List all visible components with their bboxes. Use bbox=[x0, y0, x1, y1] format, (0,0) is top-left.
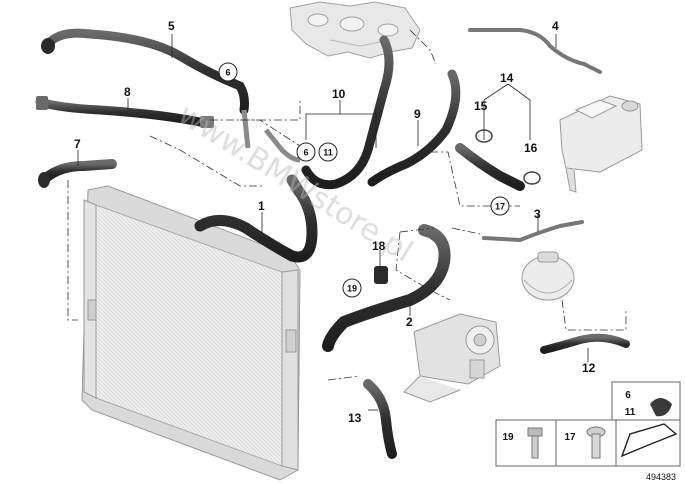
hose-9 bbox=[367, 69, 461, 187]
svg-text:6: 6 bbox=[303, 148, 308, 158]
svg-text:11: 11 bbox=[323, 148, 333, 158]
hose-7 bbox=[38, 159, 117, 188]
callout-19: 19 bbox=[342, 278, 362, 298]
label-18: 18 bbox=[372, 239, 386, 253]
screw-icon bbox=[527, 427, 543, 459]
callout-17: 17 bbox=[490, 196, 510, 216]
svg-text:19: 19 bbox=[502, 432, 514, 443]
label-1: 1 bbox=[258, 199, 265, 213]
legend-box-17: 17 bbox=[555, 419, 617, 467]
pipe-3 bbox=[482, 220, 584, 243]
label-13: 13 bbox=[348, 411, 362, 425]
hose-1 bbox=[194, 174, 318, 263]
label-12: 12 bbox=[582, 361, 596, 375]
label-8: 8 bbox=[124, 85, 131, 99]
svg-text:6: 6 bbox=[225, 68, 230, 78]
label-2: 2 bbox=[406, 315, 413, 329]
label-3: 3 bbox=[534, 207, 541, 221]
bolt-icon bbox=[586, 426, 606, 459]
water-pump bbox=[403, 313, 501, 403]
assembly-lines bbox=[67, 29, 627, 381]
expansion-tank bbox=[559, 95, 643, 193]
label-5: 5 bbox=[168, 19, 175, 33]
svg-text:6: 6 bbox=[625, 390, 631, 401]
direction-arrow-icon bbox=[620, 423, 678, 458]
callout-6-upper: 6 bbox=[218, 62, 238, 82]
hose-13 bbox=[363, 379, 397, 459]
hose-8 bbox=[35, 96, 214, 128]
svg-text:17: 17 bbox=[564, 432, 576, 443]
seal-ring-15 bbox=[475, 129, 493, 143]
diagram-part-number: 494383 bbox=[646, 472, 676, 482]
svg-text:11: 11 bbox=[625, 407, 636, 418]
label-14: 14 bbox=[500, 71, 514, 85]
legend-box-arrow bbox=[615, 419, 681, 467]
label-16: 16 bbox=[524, 141, 538, 155]
pipe-4 bbox=[468, 28, 602, 74]
svg-text:19: 19 bbox=[347, 284, 357, 294]
intake-manifold bbox=[289, 1, 421, 59]
legend-box-19: 19 bbox=[495, 419, 557, 467]
clamp-icon bbox=[650, 398, 672, 417]
legend-box-6-11: 6 11 bbox=[611, 381, 681, 427]
radiator bbox=[81, 185, 301, 481]
label-9: 9 bbox=[414, 107, 421, 121]
label-15: 15 bbox=[474, 99, 488, 113]
callout-6-lower: 6 bbox=[296, 142, 316, 162]
clip-18-19 bbox=[374, 266, 388, 284]
hose-10 bbox=[264, 35, 394, 190]
label-4: 4 bbox=[552, 19, 559, 33]
seal-ring-16 bbox=[523, 171, 541, 185]
coolant-reservoir bbox=[521, 251, 575, 301]
hose-12 bbox=[540, 333, 630, 354]
hose-14 bbox=[455, 143, 525, 191]
label-10: 10 bbox=[332, 87, 346, 101]
callout-11: 11 bbox=[318, 142, 338, 162]
label-7: 7 bbox=[74, 137, 81, 151]
hose-2 bbox=[322, 224, 451, 352]
hose-5 bbox=[41, 28, 251, 149]
leader-lines bbox=[77, 34, 589, 411]
svg-text:17: 17 bbox=[495, 202, 505, 212]
